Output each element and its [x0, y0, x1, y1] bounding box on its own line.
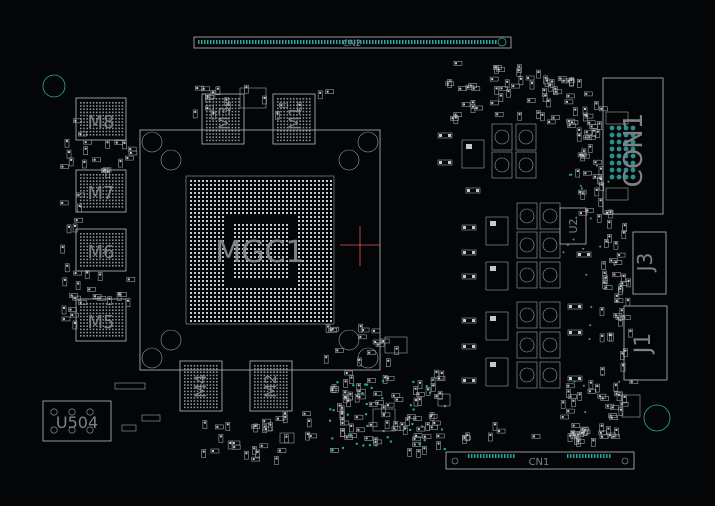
j3-label: J3 [633, 253, 657, 274]
m5-label: M5 [88, 312, 115, 333]
u504-label: U504 [56, 413, 98, 432]
m8-label: M8 [88, 112, 115, 133]
con1-label: CON1 [619, 113, 649, 188]
connector-con1[interactable]: CON1 [602, 77, 664, 215]
vrm-section[interactable] [461, 123, 561, 389]
memory-chip-m1[interactable]: M1 [272, 93, 316, 145]
memory-chip-m3[interactable]: M3 [201, 93, 245, 145]
connector-j1[interactable]: J1 [623, 305, 668, 381]
memory-chip-m8[interactable]: M8 [75, 97, 127, 141]
u2-label: U2 [567, 218, 580, 233]
memory-chip-m5[interactable]: M5 [75, 298, 127, 342]
cn2-label: CN2 [343, 39, 362, 49]
component-u504[interactable]: U504 [42, 400, 112, 442]
connector-cn1[interactable]: CN1 [445, 451, 635, 470]
j1-label: J1 [631, 333, 656, 356]
memory-chip-m4[interactable]: M4 [179, 360, 223, 412]
regulator-u2[interactable]: U2 [559, 207, 587, 245]
m3-label: M3 [215, 106, 234, 130]
cn1-label: CN1 [529, 457, 550, 468]
m6-label: M6 [88, 242, 115, 263]
connector-j3[interactable]: J3 [632, 231, 667, 295]
crosshair-cursor [340, 226, 380, 266]
m7-label: M7 [88, 183, 115, 204]
mounting-hole-bottom-right [643, 404, 671, 432]
m4-label: M4 [191, 374, 210, 398]
gpu-package-mgc1[interactable]: MGC1 [139, 129, 381, 371]
mounting-hole-top-left [42, 74, 66, 98]
m2-label: M2 [261, 374, 280, 398]
m1-label: M1 [285, 106, 304, 130]
memory-chip-m7[interactable]: M7 [75, 169, 127, 213]
gpu-label: MGC1 [215, 235, 304, 270]
passive-components [59, 60, 641, 465]
connector-cn2[interactable]: CN2 [193, 36, 512, 49]
memory-chip-m6[interactable]: M6 [75, 228, 127, 272]
memory-chip-m2[interactable]: M2 [249, 360, 293, 412]
